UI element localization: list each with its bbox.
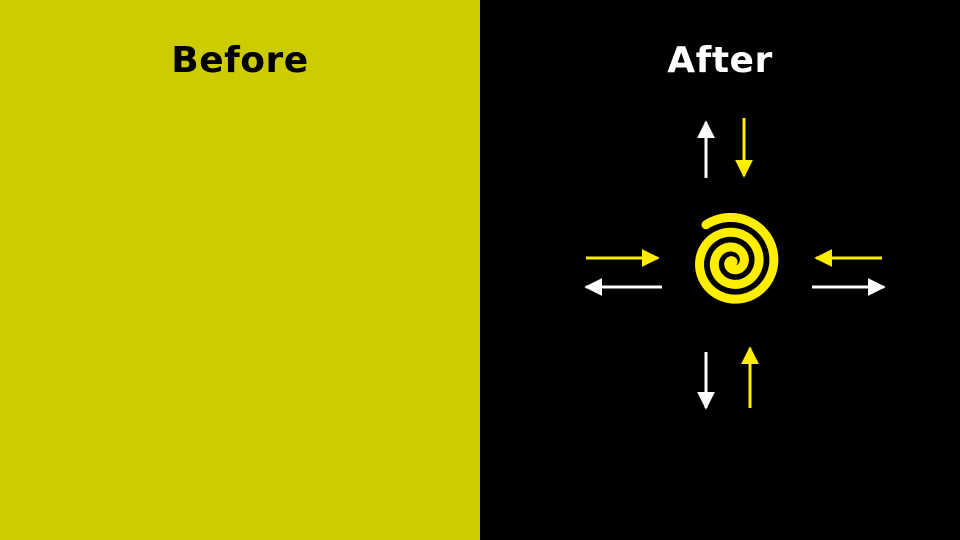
before-title: Before (171, 40, 309, 81)
after-panel: After (480, 0, 960, 540)
after-title: After (667, 40, 773, 81)
after-diagram (584, 118, 886, 410)
before-panel: Before (0, 0, 480, 540)
spiral-icon (695, 212, 779, 304)
